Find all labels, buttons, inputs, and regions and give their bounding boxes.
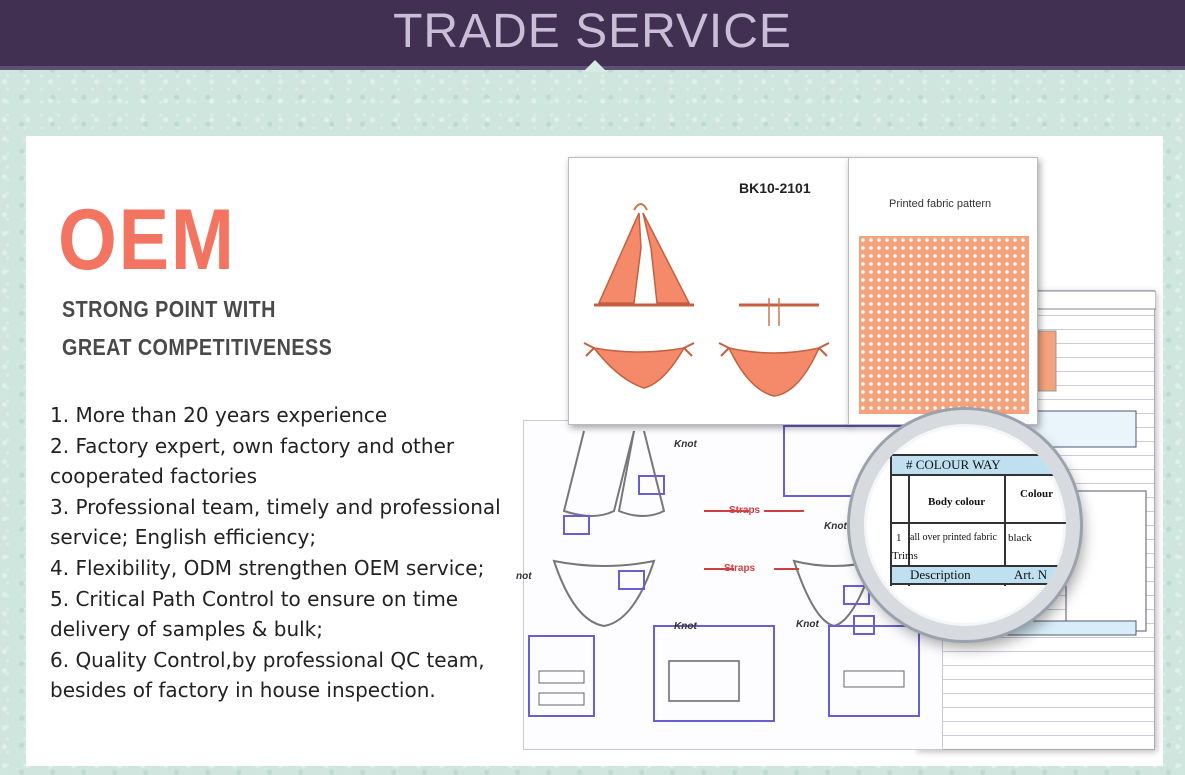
bikini-sketch: [583, 203, 830, 397]
service-point: 5. Critical Path Control to ensure on ti…: [50, 586, 459, 642]
row-colour: black: [1008, 532, 1032, 544]
label-knot: Knot: [674, 621, 697, 632]
label-straps: Straps: [729, 505, 761, 516]
label-knot: Knot: [796, 619, 819, 630]
service-point: 6. Quality Control,by professional QC te…: [50, 647, 485, 703]
service-point: service; English efficiency;: [50, 525, 317, 550]
label-knot: Knot: [674, 439, 697, 450]
page-title: TRADE SERVICE: [393, 5, 792, 58]
label-straps: Straps: [724, 563, 756, 574]
colour-way-title: COLOUR WAY: [915, 457, 1001, 472]
service-points-list: 1. More than 20 years experience 2. Fact…: [50, 400, 510, 706]
body-colour-header: Body colour: [928, 496, 986, 508]
service-point: 3. Professional team, timely and profess…: [50, 494, 501, 519]
oem-illustration: Knot Straps Straps Knot not Knot Knot BK…: [505, 150, 1165, 760]
oem-subtitle-line2: GREAT COMPETITIVENESS: [62, 334, 333, 360]
fabric-pattern-label: Printed fabric pattern: [889, 198, 992, 210]
colour-way-hash: #: [906, 457, 913, 472]
service-point: 4. Flexibility, ODM strengthen OEM servi…: [50, 555, 485, 580]
sku-code: BK10-2101: [739, 180, 811, 196]
row-description: all over printed fabric: [910, 532, 997, 543]
fabric-swatch: [859, 236, 1029, 414]
magnifier-lens: # COLOUR WAY Body colour Colour 1 all ov…: [850, 410, 1080, 640]
fabric-pattern-card: Printed fabric pattern: [848, 157, 1038, 425]
oem-subtitle-line1: STRONG POINT WITH: [62, 296, 276, 322]
trims-label: Trims: [892, 550, 918, 562]
description-title: Description: [910, 567, 971, 582]
header-notch: [583, 60, 607, 72]
oem-heading: OEM: [58, 192, 236, 288]
description-header: Description Art. N: [890, 565, 1066, 585]
colour-way-header: # COLOUR WAY: [890, 454, 1066, 476]
label-not: not: [516, 571, 532, 582]
art-no-title: Art. N: [1013, 567, 1048, 582]
bikini-sketch-card: BK10-2101: [568, 157, 850, 425]
service-point: 1. More than 20 years experience: [50, 403, 388, 427]
service-point: 2. Factory expert, own factory and other…: [50, 433, 455, 489]
header-bar: TRADE SERVICE: [0, 0, 1185, 72]
colour-header: Colour: [1020, 488, 1053, 500]
label-knot: Knot: [824, 521, 847, 532]
tech-sketch-drawing: [528, 425, 935, 722]
row-number: 1: [896, 532, 902, 544]
